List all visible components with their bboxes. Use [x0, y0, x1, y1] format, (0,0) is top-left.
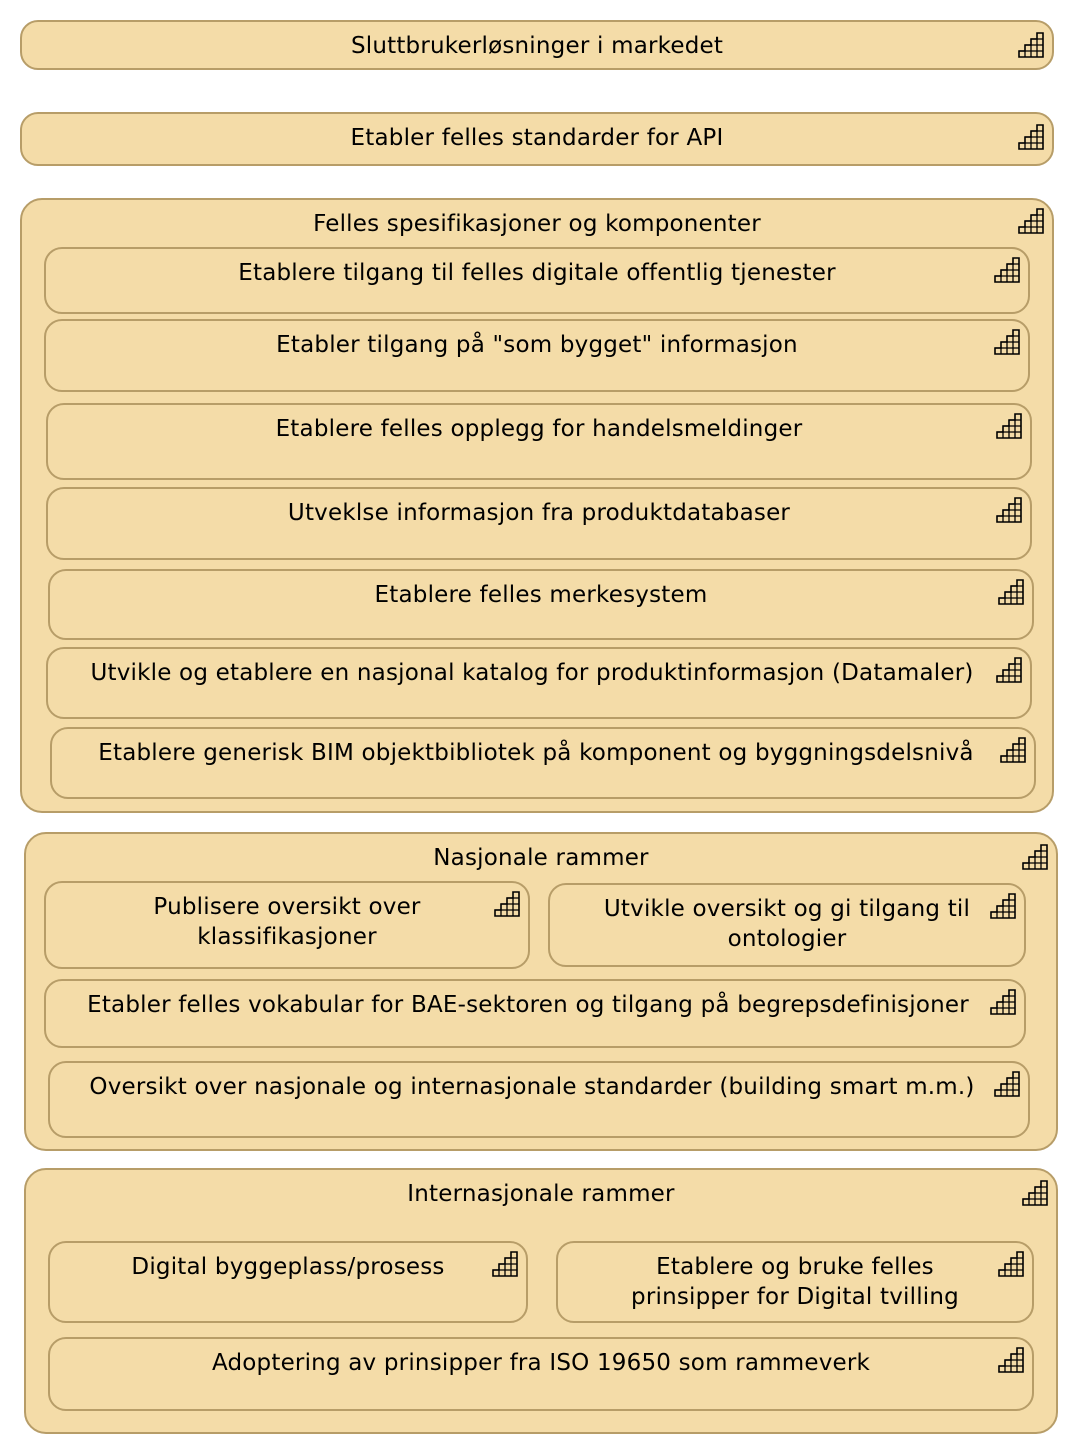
internasjonale-item[interactable]: Adoptering av prinsipper fra ISO 19650 s… — [48, 1337, 1034, 1411]
work-package-icon — [990, 893, 1016, 919]
felles-item[interactable]: Utveklse informasjon fra produktdatabase… — [46, 487, 1032, 560]
felles-item[interactable]: Etablere felles merkesystem — [48, 569, 1034, 640]
work-package-icon — [994, 1071, 1020, 1097]
box-label: Digital byggeplass/prosess — [131, 1254, 445, 1280]
box-label: Etablere tilgang til felles digitale off… — [238, 260, 836, 286]
work-package-icon — [1022, 1180, 1048, 1206]
work-package-icon — [996, 497, 1022, 523]
group-title: Internasjonale rammer — [407, 1181, 675, 1207]
felles-item[interactable]: Etablere generisk BIM objektbibliotek på… — [50, 727, 1036, 799]
box-label: Etabler felles standarder for API — [350, 125, 724, 151]
box-label: Utveklse informasjon fra produktdatabase… — [287, 500, 791, 526]
internasjonale-item[interactable]: Digital byggeplass/prosess — [48, 1241, 528, 1323]
work-package-icon — [996, 657, 1022, 683]
nasjonale-item[interactable]: Etabler felles vokabular for BAE-sektore… — [44, 979, 1026, 1048]
box-label: Oversikt over nasjonale og internasjonal… — [89, 1074, 975, 1100]
box-label: Etablere felles opplegg for handelsmeldi… — [275, 416, 803, 442]
nasjonale-item[interactable]: Oversikt over nasjonale og internasjonal… — [48, 1061, 1030, 1138]
work-package-icon — [998, 579, 1024, 605]
work-package-icon — [998, 1347, 1024, 1373]
felles-item[interactable]: Utvikle og etablere en nasjonal katalog … — [46, 647, 1032, 719]
box-label: Adoptering av prinsipper fra ISO 19650 s… — [211, 1350, 871, 1376]
work-package-icon — [1018, 32, 1044, 58]
box-label: Etabler felles vokabular for BAE-sektore… — [87, 992, 969, 1018]
group-nasjonale[interactable]: Nasjonale rammer Publisere oversikt over… — [24, 832, 1058, 1151]
box-label: Etablere og bruke felles prinsipper for … — [631, 1254, 959, 1310]
box-label: Utvikle og etablere en nasjonal katalog … — [90, 660, 974, 686]
work-package-icon — [994, 257, 1020, 283]
work-package-icon — [1018, 124, 1044, 150]
work-package-icon — [994, 329, 1020, 355]
nasjonale-item[interactable]: Utvikle oversikt og gi tilgang til ontol… — [548, 883, 1026, 967]
group-title: Nasjonale rammer — [433, 845, 649, 871]
work-package-icon — [1018, 208, 1044, 234]
felles-item[interactable]: Etablere tilgang til felles digitale off… — [44, 247, 1030, 314]
box-label: Etablere generisk BIM objektbibliotek på… — [98, 740, 974, 766]
work-package-icon — [990, 989, 1016, 1015]
group-internasjonale[interactable]: Internasjonale rammer Digital byggeplass… — [24, 1168, 1058, 1434]
internasjonale-item[interactable]: Etablere og bruke felles prinsipper for … — [556, 1241, 1034, 1323]
work-package-icon — [1000, 737, 1026, 763]
box-label: Etabler tilgang på "som bygget" informas… — [276, 332, 798, 358]
felles-item[interactable]: Etablere felles opplegg for handelsmeldi… — [46, 403, 1032, 480]
box-label: Publisere oversikt over klassifikasjoner — [153, 894, 421, 950]
felles-item[interactable]: Etabler tilgang på "som bygget" informas… — [44, 319, 1030, 392]
box-label: Utvikle oversikt og gi tilgang til ontol… — [603, 896, 971, 952]
work-package-icon — [998, 1251, 1024, 1277]
work-package-icon — [492, 1251, 518, 1277]
work-package-icon — [1022, 844, 1048, 870]
group-felles[interactable]: Felles spesifikasjoner og komponenter Et… — [20, 198, 1054, 813]
nasjonale-item[interactable]: Publisere oversikt over klassifikasjoner — [44, 881, 530, 969]
work-package-icon — [494, 891, 520, 917]
group-title: Felles spesifikasjoner og komponenter — [313, 211, 761, 237]
box-api[interactable]: Etabler felles standarder for API — [20, 112, 1054, 166]
box-label: Sluttbrukerløsninger i markedet — [350, 33, 724, 59]
box-label: Etablere felles merkesystem — [374, 582, 708, 608]
box-sluttbruker[interactable]: Sluttbrukerløsninger i markedet — [20, 20, 1054, 70]
work-package-icon — [996, 413, 1022, 439]
